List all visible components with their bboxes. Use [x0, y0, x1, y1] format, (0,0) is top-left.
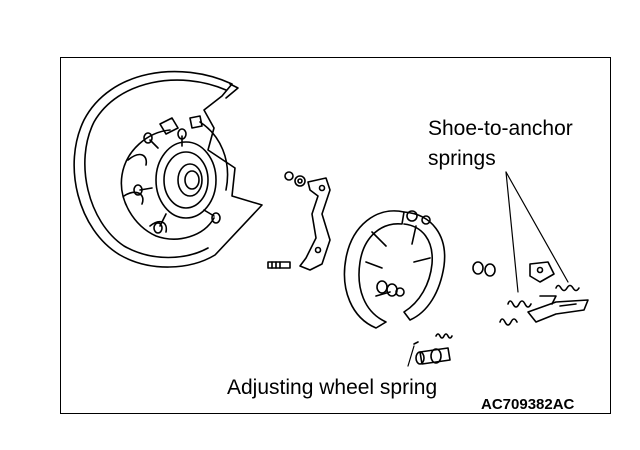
leader-lines [407, 171, 569, 367]
anchor-plate [529, 261, 555, 283]
parking-brake-lever [299, 177, 331, 271]
figure-frame [60, 57, 611, 414]
backing-plate [73, 70, 263, 268]
shoe-to-anchor-label-line2: springs [428, 147, 496, 170]
adjuster-assembly [415, 347, 451, 365]
figure-code: AC709382AC [481, 396, 575, 413]
lever-pin [267, 261, 291, 269]
adjusting-wheel-spring-label: Adjusting wheel spring [227, 376, 438, 399]
hold-down-cups [284, 171, 306, 187]
adjuster-lever [527, 295, 589, 323]
shoe-to-anchor-label-line1: Shoe-to-anchor [428, 117, 573, 140]
wheel-hub [133, 128, 221, 234]
adjusting-wheel-spring-part [413, 333, 453, 345]
hold-down-washers [472, 261, 496, 277]
brake-shoe [343, 210, 446, 329]
shoe-to-anchor-springs [499, 284, 580, 326]
